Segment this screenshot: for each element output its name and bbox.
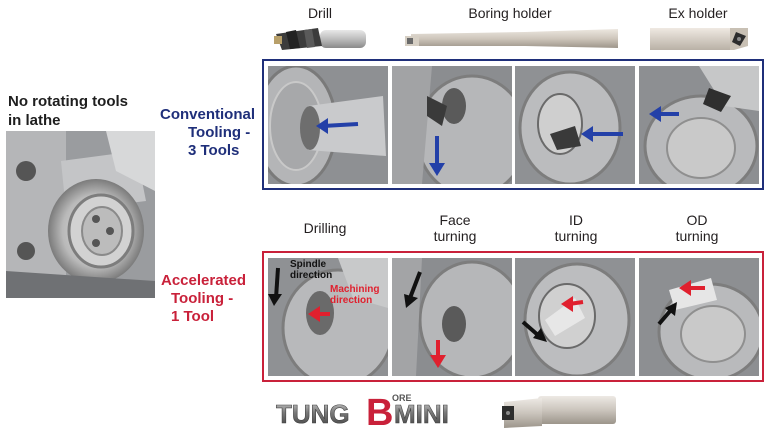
logo-tung-text: TUNG [276,399,350,429]
conventional-tooling-label: Conventional Tooling - 3 Tools [160,106,270,160]
machining-direction-annotation: Machining direction [330,284,390,306]
machining-line1: Machining [330,284,380,295]
machining-line2: direction [330,295,373,306]
tungbore-mini-logo: TUNG B ORE MINI [274,389,494,434]
drill-tool-image [272,24,368,52]
id-line1: ID [569,212,583,228]
spindle-direction-annotation: Spindle direction [290,259,360,281]
conventional-tooling-frame [262,59,764,190]
id-line2: turning [554,228,598,244]
conventional-face-photo [392,66,512,184]
accelerated-tooling-label: Accelerated Tooling - 1 Tool [161,272,271,326]
id-turning-label: ID turning [521,212,631,244]
logo-ore-text: ORE [392,393,412,403]
conventional-id-photo [515,66,635,184]
face-turning-label: Face turning [400,212,510,244]
accelerated-tooling-frame [262,251,764,382]
spindle-line1: Spindle [290,259,327,270]
conventional-drilling-photo [268,66,388,184]
conventional-line2: Tooling - [188,124,251,141]
conventional-od-photo [639,66,759,184]
accelerated-line3: 1 Tool [171,308,215,325]
accelerated-line2: Tooling - [171,290,234,307]
no-rotating-line2: in lathe [8,112,61,129]
accelerated-od-photo [639,258,759,376]
no-rotating-tools-label: No rotating tools in lathe [8,92,168,130]
logo-b-text: B [366,392,393,429]
drilling-label: Drilling [303,220,347,236]
face-line2: turning [433,228,477,244]
accelerated-id-photo [515,258,635,376]
drill-label: Drill [307,5,333,21]
lathe-photo [6,131,155,298]
accelerated-face-photo [392,258,512,376]
spindle-line2: direction [290,270,333,281]
no-rotating-line1: No rotating tools [8,93,128,110]
tungbore-mini-tool-image [498,386,618,436]
logo-mini-text: MINI [394,399,449,429]
logo-svg: TUNG B ORE MINI [276,392,449,434]
face-line1: Face [439,212,471,228]
accelerated-drilling-photo [268,258,388,376]
ex-holder-label: Ex holder [668,5,728,21]
ex-holder-image [650,24,750,52]
od-turning-label: OD turning [642,212,752,244]
conventional-line1: Conventional [160,106,256,123]
boring-holder-image [405,26,620,52]
od-line2: turning [675,228,719,244]
conventional-line3: 3 Tools [188,142,240,159]
accelerated-line1: Accelerated [161,272,247,289]
boring-holder-label: Boring holder [468,5,552,21]
od-line1: OD [686,212,708,228]
